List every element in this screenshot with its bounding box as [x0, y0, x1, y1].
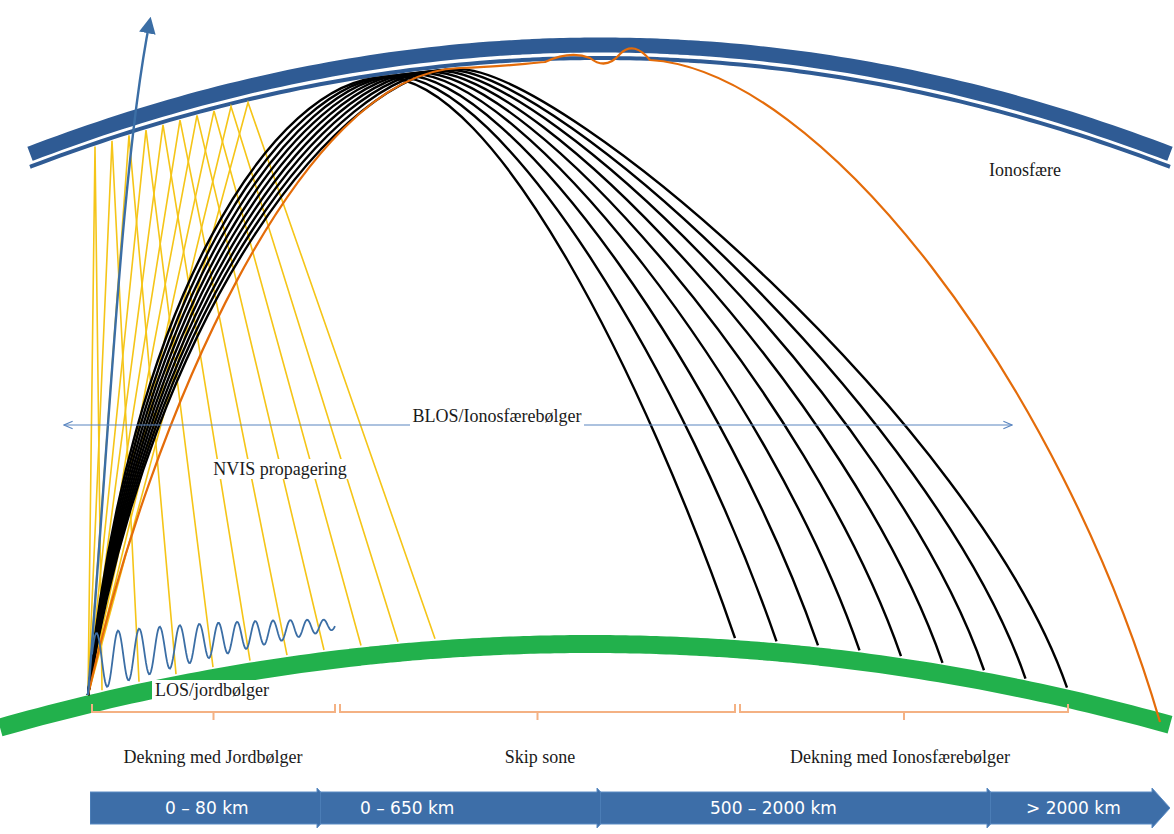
distance-text: 0 – 650 km: [360, 788, 454, 828]
skywave-ray: [88, 73, 901, 695]
distance-arrow: 500 – 2000 km: [600, 788, 1005, 828]
skywave-ray: [88, 71, 984, 695]
skywave-ray: [88, 75, 818, 695]
nvis-ray: [88, 115, 324, 695]
distance-text: 500 – 2000 km: [710, 788, 837, 828]
text-label: NVIS propagering: [210, 459, 349, 480]
text-label: LOS/jordbølger: [152, 680, 272, 701]
distance-arrow: > 2000 km: [990, 788, 1170, 828]
earth-surface: [0, 644, 1170, 728]
distance-arrow: 0 – 650 km: [320, 788, 615, 828]
text-label: Dekning med Ionosfærebølger: [790, 747, 1010, 768]
arrow-polygon: [600, 788, 1005, 828]
nvis-ray: [88, 141, 139, 695]
skywave-ray: [88, 74, 860, 695]
coverage-bracket: [92, 704, 335, 720]
arrow-polygon: [320, 788, 615, 828]
skywave-ray: [88, 76, 777, 695]
arrow-polygon: [90, 788, 335, 828]
long-range-ray: [88, 48, 1160, 722]
text-label: Dekning med Jordbølger: [124, 747, 303, 768]
skywave-ray: [88, 77, 735, 695]
distance-text: > 2000 km: [1026, 788, 1121, 828]
distance-arrow: 0 – 80 km: [90, 788, 335, 828]
ionosphere-line: [30, 58, 1170, 167]
text-label: Ionosfære: [989, 160, 1061, 181]
coverage-bracket: [740, 704, 1068, 720]
text-label: Skip sone: [505, 747, 576, 768]
coverage-bracket: [340, 704, 735, 720]
nvis-ray: [88, 111, 361, 695]
skywave-ray: [88, 69, 1067, 695]
arrow-polygon: [990, 788, 1170, 828]
escaping-ray: [88, 20, 150, 695]
text-label: BLOS/Ionosfærebølger: [410, 406, 585, 427]
ground-wave: [92, 620, 335, 687]
distance-text: 0 – 80 km: [165, 788, 249, 828]
skywave-ray: [88, 70, 1026, 695]
